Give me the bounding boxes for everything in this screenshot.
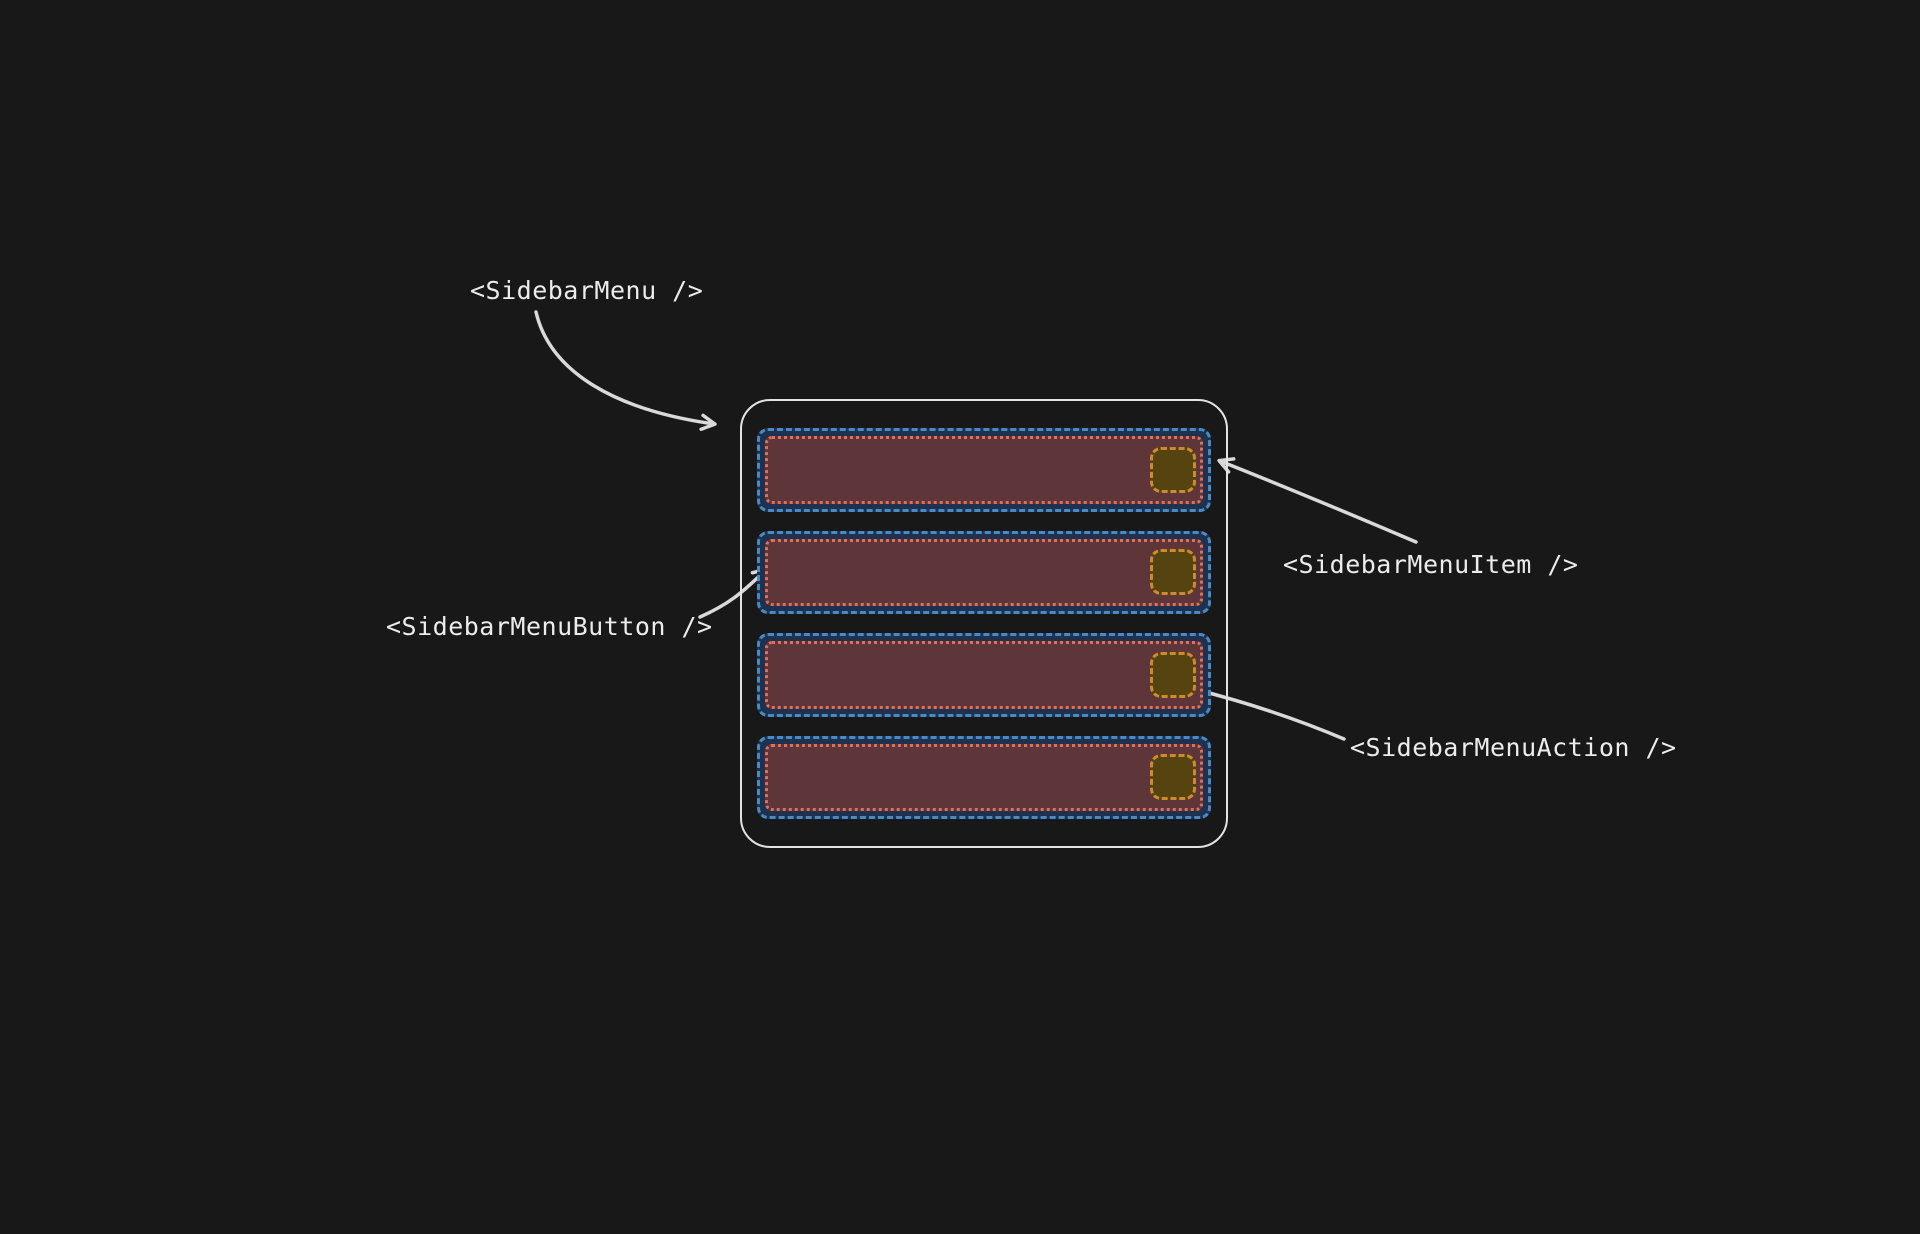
sidebar-menu bbox=[740, 399, 1228, 848]
label-sidebar-menu: <SidebarMenu /> bbox=[470, 276, 704, 305]
arrow-sidebar-menu bbox=[534, 310, 717, 431]
sidebar-menu-action bbox=[1150, 446, 1196, 493]
sidebar-menu-item bbox=[757, 633, 1211, 717]
sidebar-menu-button bbox=[765, 743, 1203, 811]
sidebar-menu-action bbox=[1150, 754, 1196, 801]
label-sidebar-menu-item: <SidebarMenuItem /> bbox=[1283, 550, 1579, 579]
sidebar-menu-item bbox=[757, 428, 1211, 512]
sidebar-menu-item bbox=[757, 735, 1211, 819]
sidebar-menu-button bbox=[765, 436, 1203, 504]
label-sidebar-menu-action: <SidebarMenuAction /> bbox=[1350, 733, 1677, 762]
sidebar-menu-action bbox=[1150, 549, 1196, 596]
sidebar-menu-button bbox=[765, 641, 1203, 709]
label-sidebar-menu-button: <SidebarMenuButton /> bbox=[386, 612, 713, 641]
sidebar-menu-button bbox=[765, 538, 1203, 606]
sidebar-menu-item bbox=[757, 530, 1211, 614]
sidebar-menu-action bbox=[1150, 651, 1196, 698]
arrow-sidebar-menu-item bbox=[1217, 457, 1418, 544]
